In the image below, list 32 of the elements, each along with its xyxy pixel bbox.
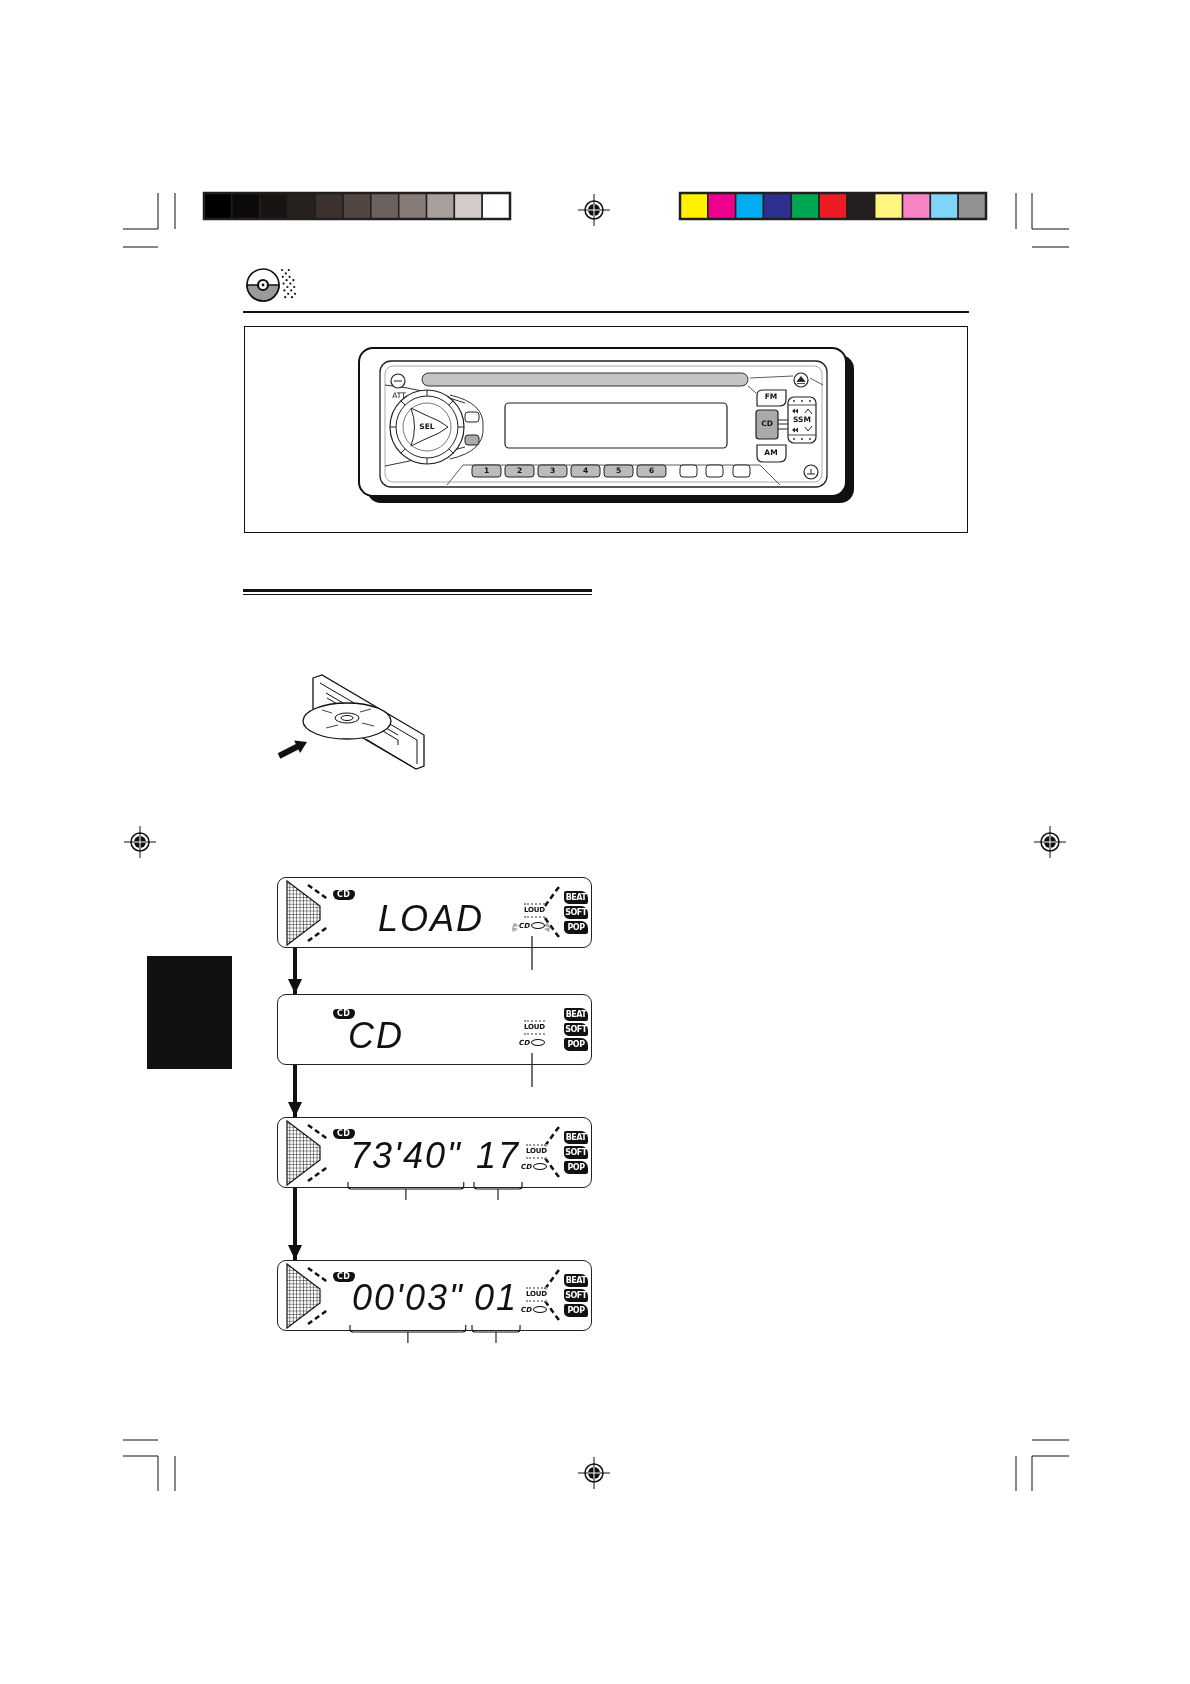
lcd-display: [277, 877, 592, 948]
sound-mode-indicator: BEAT: [564, 891, 588, 904]
sound-mode-indicator: BEAT: [564, 1274, 588, 1287]
sound-mode-indicator: SOFT: [564, 906, 588, 919]
arrow: [288, 1188, 302, 1260]
sound-mode-indicator: SOFT: [564, 1289, 588, 1302]
sound-mode-indicator: POP: [564, 1304, 588, 1317]
leader-line: [531, 1052, 533, 1088]
sound-mode-indicator: BEAT: [564, 1008, 588, 1021]
playing-time: 73'40": [350, 1138, 462, 1174]
sound-mode-indicator: SOFT: [564, 1023, 588, 1036]
arrow: [288, 1065, 302, 1117]
arrow: [288, 948, 302, 994]
section-tab: [147, 956, 232, 1069]
lcd-display: [277, 1260, 592, 1331]
source-indicator: CD: [333, 890, 355, 900]
display-readout: CD: [348, 1018, 404, 1054]
sound-mode-indicator: POP: [564, 921, 588, 934]
track-number: 01: [474, 1280, 519, 1316]
lcd-display: [277, 1117, 592, 1188]
sound-mode-indicator: SOFT: [564, 1146, 588, 1159]
lcd-display: [277, 994, 592, 1065]
playing-time: 00'03": [352, 1280, 464, 1316]
source-indicator: CD: [333, 1009, 355, 1019]
leader-line: [531, 935, 533, 971]
display-readout: LOAD: [378, 901, 485, 937]
track-number: 17: [476, 1138, 521, 1174]
source-indicator: CD: [333, 1129, 355, 1139]
sound-mode-indicator: BEAT: [564, 1131, 588, 1144]
source-indicator: CD: [333, 1272, 355, 1282]
sound-mode-indicator: POP: [564, 1038, 588, 1051]
sound-mode-indicator: POP: [564, 1161, 588, 1174]
